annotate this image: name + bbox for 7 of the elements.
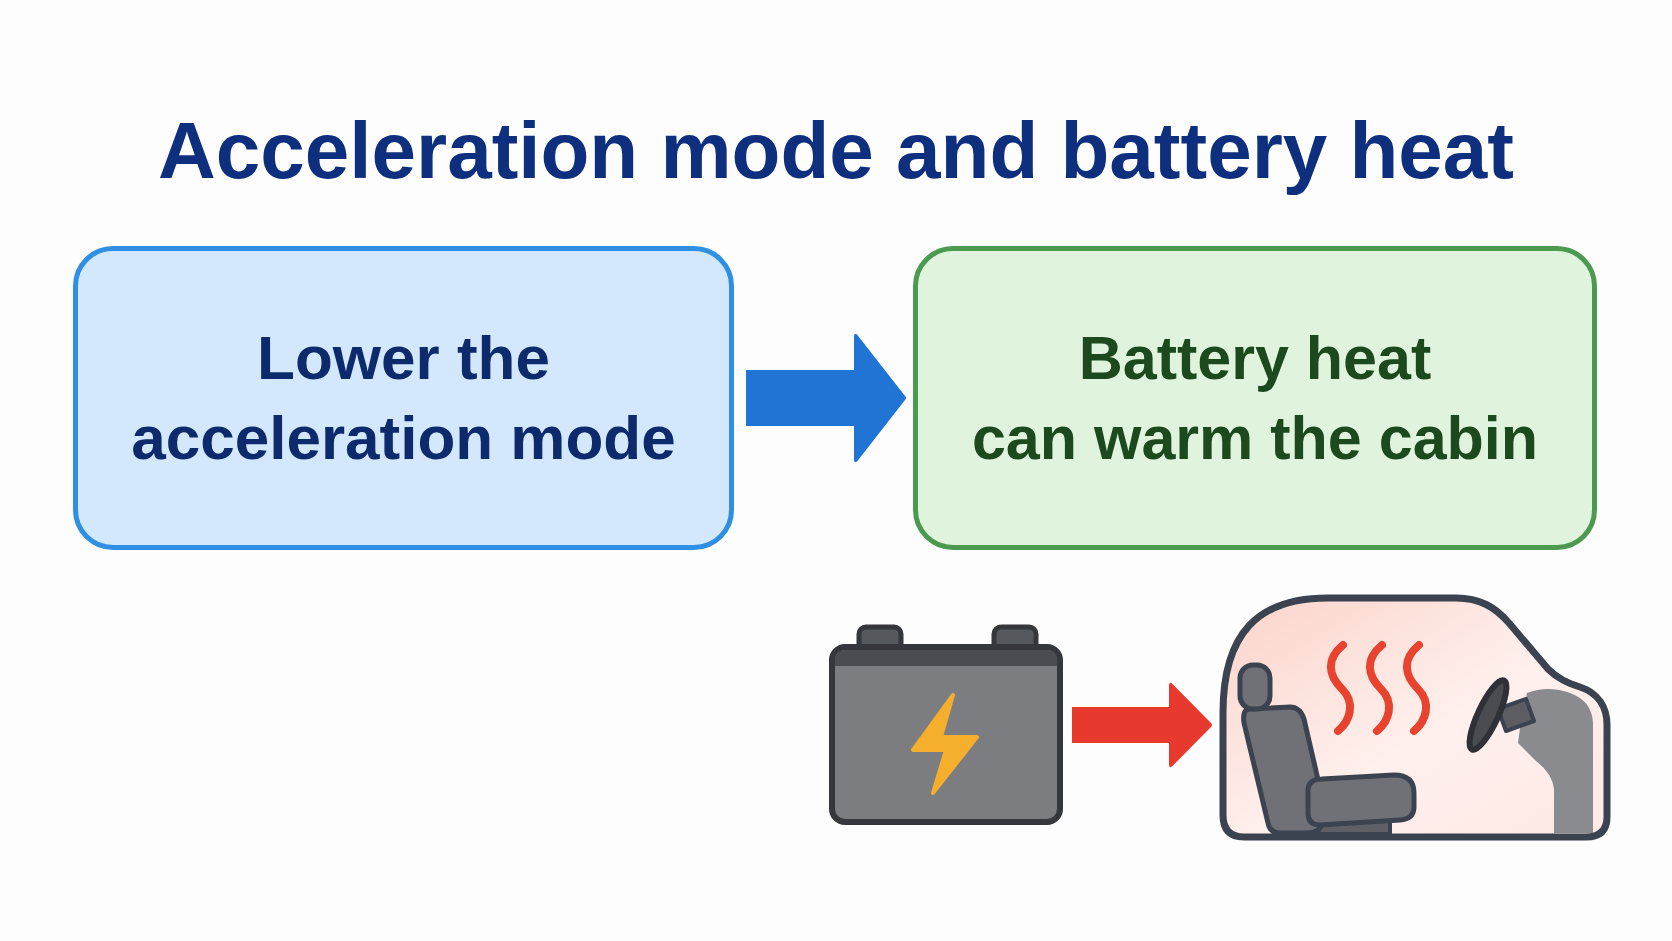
battery-icon [828,624,1064,826]
diagram-title: Acceleration mode and battery heat [158,105,1514,197]
result-label: Battery heat can warm the cabin [971,323,1539,474]
step-label: Lower the acceleration mode [131,322,676,474]
heated-car-cabin-icon [1218,593,1612,842]
result-box [913,246,1597,550]
step-box [73,246,734,550]
